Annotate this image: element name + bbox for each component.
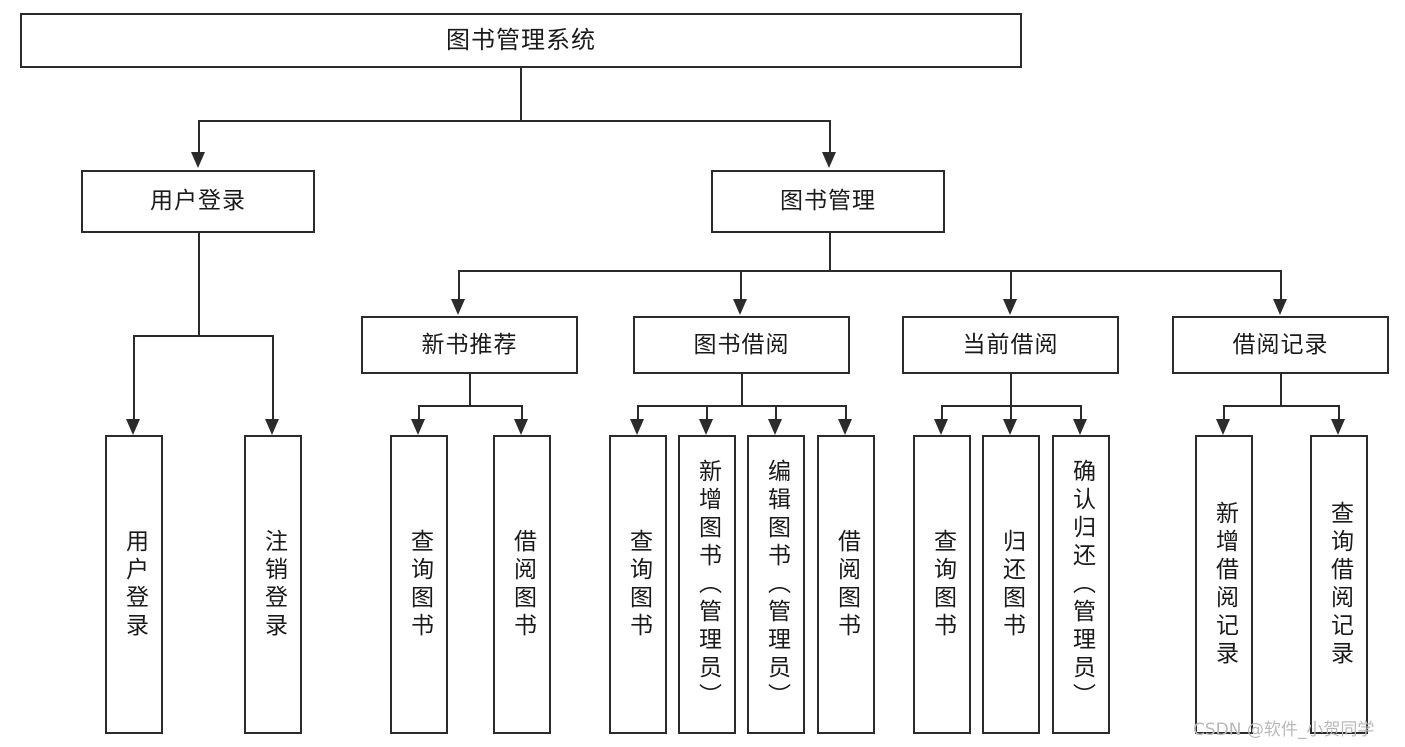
- connector-cb-drop-2: [1010, 405, 1012, 419]
- connector-user-login-drop-2: [272, 335, 274, 419]
- node-leaf-edit-book[interactable]: 编辑图书（管理员）: [747, 435, 805, 734]
- node-borrow-record[interactable]: 借阅记录: [1172, 316, 1389, 374]
- arrowhead-book-borrow: [733, 299, 747, 315]
- connector-root-drop-left: [198, 120, 200, 152]
- node-user-login[interactable]: 用户登录: [81, 170, 315, 233]
- arrowhead-leaf-borrow-book-1: [514, 419, 528, 435]
- connector-cb-drop-3: [1080, 405, 1082, 419]
- connector-nbr-bus: [418, 405, 521, 407]
- connector-bm-drop-2: [740, 270, 742, 299]
- node-label: 新书推荐: [421, 331, 518, 358]
- connector-bm-drop-1: [458, 270, 460, 299]
- arrowhead-borrow-record: [1273, 299, 1287, 315]
- connector-book-management-stem: [829, 233, 831, 270]
- node-leaf-user-logout[interactable]: 注销登录: [244, 435, 302, 734]
- node-leaf-add-record[interactable]: 新增借阅记录: [1195, 435, 1253, 734]
- connector-bb-bus: [637, 405, 845, 407]
- connector-bb-drop-4: [845, 405, 847, 419]
- node-label: 查询图书: [406, 528, 433, 641]
- connector-book-management-bus: [458, 270, 1281, 272]
- connector-user-login-stem: [198, 233, 200, 335]
- node-leaf-query-book-1[interactable]: 查询图书: [390, 435, 448, 734]
- connector-bb-drop-1: [637, 405, 639, 419]
- node-label: 查询图书: [625, 528, 652, 641]
- node-label: 图书管理: [780, 188, 876, 215]
- arrowhead-new-book-recommend: [451, 299, 465, 315]
- node-leaf-user-login[interactable]: 用户登录: [105, 435, 163, 734]
- node-leaf-return-book[interactable]: 归还图书: [982, 435, 1040, 734]
- connector-root-drop-right: [829, 120, 831, 152]
- connector-br-drop-2: [1338, 405, 1340, 419]
- node-label: 新增图书（管理员）: [694, 458, 721, 711]
- csdn-watermark: CSDN @软件_小贺同学: [1193, 720, 1375, 740]
- node-label: 新增借阅记录: [1211, 500, 1238, 669]
- arrowhead-leaf-borrow-book-2: [838, 419, 852, 435]
- arrowhead-leaf-query-book-2: [630, 419, 644, 435]
- node-label: 注销登录: [260, 528, 287, 641]
- node-label: 图书借阅: [693, 331, 790, 358]
- node-label: 借阅图书: [509, 528, 536, 641]
- node-label: 用户登录: [121, 528, 148, 641]
- node-leaf-query-book-3[interactable]: 查询图书: [913, 435, 971, 734]
- node-leaf-query-record[interactable]: 查询借阅记录: [1310, 435, 1368, 734]
- connector-nbr-drop-2: [521, 405, 523, 419]
- node-label: 用户登录: [150, 188, 246, 215]
- connector-bm-drop-4: [1280, 270, 1282, 299]
- node-new-book-recommend[interactable]: 新书推荐: [361, 316, 578, 374]
- arrowhead-leaf-query-book-1: [411, 419, 425, 435]
- arrowhead-leaf-confirm-return: [1073, 419, 1087, 435]
- node-label: 借阅记录: [1232, 331, 1329, 358]
- connector-bb-drop-3: [775, 405, 777, 419]
- node-label: 当前借阅: [962, 331, 1059, 358]
- arrowhead-to-user-login: [191, 152, 205, 168]
- node-label: 借阅图书: [833, 528, 860, 641]
- connector-br-bus: [1223, 405, 1338, 407]
- connector-root-bus-right: [520, 120, 831, 122]
- node-label: 查询借阅记录: [1326, 500, 1353, 669]
- node-leaf-borrow-book-1[interactable]: 借阅图书: [493, 435, 551, 734]
- connector-root-stem: [520, 68, 522, 120]
- connector-user-login-bus: [133, 335, 272, 337]
- connector-nbr-stem: [469, 374, 471, 405]
- node-label: 图书管理系统: [446, 25, 596, 54]
- connector-br-drop-1: [1223, 405, 1225, 419]
- connector-root-bus: [198, 120, 522, 122]
- arrowhead-current-borrow: [1003, 299, 1017, 315]
- node-leaf-query-book-2[interactable]: 查询图书: [609, 435, 667, 734]
- arrowhead-leaf-return-book: [1003, 419, 1017, 435]
- arrowhead-leaf-add-record: [1216, 419, 1230, 435]
- arrowhead-leaf-query-record: [1331, 419, 1345, 435]
- arrowhead-leaf-user-logout: [265, 419, 279, 435]
- node-label: 编辑图书（管理员）: [763, 458, 790, 711]
- node-root-system[interactable]: 图书管理系统: [20, 13, 1022, 68]
- connector-bb-drop-2: [706, 405, 708, 419]
- node-current-borrow[interactable]: 当前借阅: [902, 316, 1119, 374]
- node-book-borrow[interactable]: 图书借阅: [633, 316, 850, 374]
- connector-cb-stem: [1010, 374, 1012, 405]
- connector-bm-drop-3: [1010, 270, 1012, 299]
- node-label: 确认归还（管理员）: [1068, 458, 1095, 711]
- arrowhead-leaf-query-book-3: [934, 419, 948, 435]
- arrowhead-leaf-user-login: [126, 419, 140, 435]
- node-label: 归还图书: [998, 528, 1025, 641]
- node-leaf-borrow-book-2[interactable]: 借阅图书: [817, 435, 875, 734]
- connector-user-login-drop-1: [133, 335, 135, 419]
- node-label: 查询图书: [929, 528, 956, 641]
- node-book-management[interactable]: 图书管理: [711, 170, 945, 233]
- connector-nbr-drop-1: [418, 405, 420, 419]
- connector-bb-stem: [741, 374, 743, 405]
- arrowhead-leaf-edit-book: [768, 419, 782, 435]
- connector-br-stem: [1280, 374, 1282, 405]
- arrowhead-leaf-add-book: [699, 419, 713, 435]
- node-leaf-add-book[interactable]: 新增图书（管理员）: [678, 435, 736, 734]
- node-leaf-confirm-return[interactable]: 确认归还（管理员）: [1052, 435, 1110, 734]
- arrowhead-to-book-management: [822, 152, 836, 168]
- connector-cb-drop-1: [941, 405, 943, 419]
